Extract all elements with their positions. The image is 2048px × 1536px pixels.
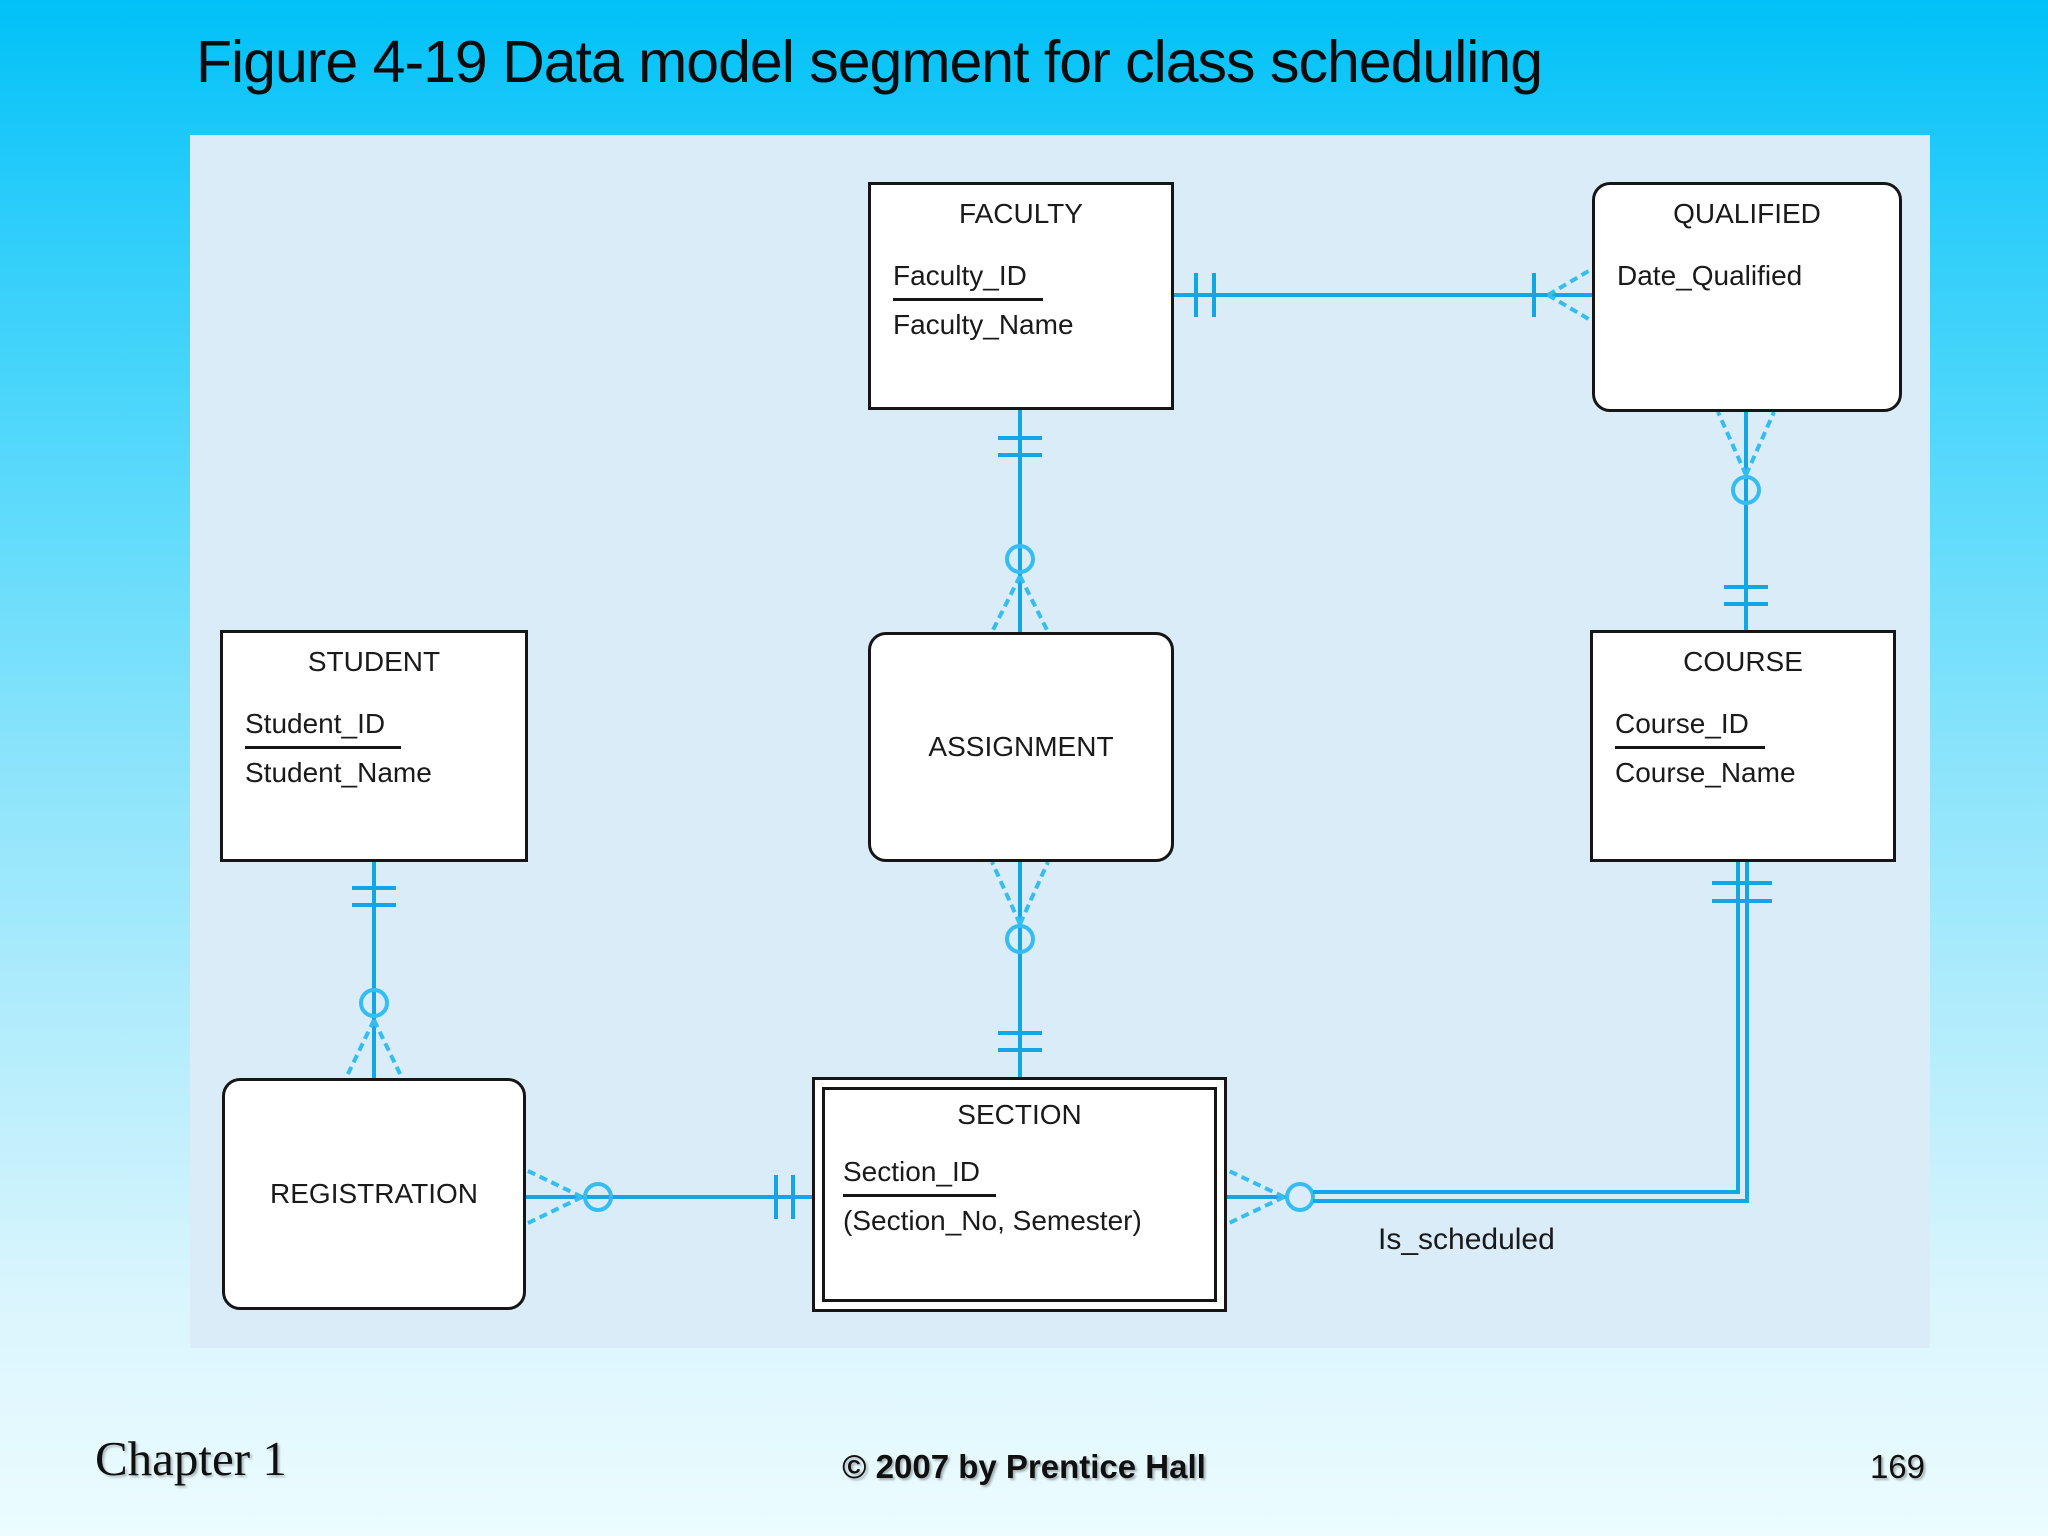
entity-course-attributes: Course_ID Course_Name bbox=[1593, 703, 1893, 794]
connector-section-course bbox=[1226, 862, 1772, 1226]
entity-qualified-attributes: Date_Qualified bbox=[1595, 255, 1899, 296]
entity-qualified-title: QUALIFIED bbox=[1673, 198, 1821, 229]
attribute-faculty-name: Faculty_Name bbox=[893, 309, 1074, 341]
entity-section-inner-border: SECTION Section_ID (Section_No, Semester… bbox=[822, 1087, 1217, 1302]
entity-registration: REGISTRATION bbox=[222, 1078, 526, 1310]
entity-student: STUDENT Student_ID Student_Name bbox=[220, 630, 528, 862]
page-title: Figure 4-19 Data model segment for class… bbox=[196, 29, 1543, 95]
relationship-label-is-scheduled: Is_scheduled bbox=[1378, 1223, 1555, 1256]
attribute-course-id: Course_ID bbox=[1615, 703, 1893, 752]
diagram-panel: FACULTY Faculty_ID Faculty_Name QUALIFIE… bbox=[190, 135, 1930, 1348]
entity-assignment-title: ASSIGNMENT bbox=[928, 731, 1114, 762]
entity-qualified: QUALIFIED Date_Qualified bbox=[1592, 182, 1902, 412]
footer-page-number: 169 bbox=[1869, 1448, 1925, 1485]
attribute-section-no-semester: (Section_No, Semester) bbox=[843, 1205, 1142, 1237]
entity-assignment: ASSIGNMENT bbox=[868, 632, 1174, 862]
connector-faculty-assignment bbox=[990, 410, 1050, 633]
connector-registration-section bbox=[525, 1168, 812, 1226]
attribute-student-name: Student_Name bbox=[245, 757, 432, 789]
attribute-course-name: Course_Name bbox=[1615, 757, 1796, 789]
entity-section: SECTION Section_ID (Section_No, Semester… bbox=[812, 1077, 1227, 1312]
attribute-section-id: Section_ID bbox=[843, 1151, 1214, 1200]
entity-faculty: FACULTY Faculty_ID Faculty_Name bbox=[868, 182, 1174, 410]
entity-course: COURSE Course_ID Course_Name bbox=[1590, 630, 1896, 862]
connector-assignment-section bbox=[990, 861, 1050, 1077]
entity-section-title: SECTION bbox=[957, 1099, 1082, 1130]
attribute-date-qualified: Date_Qualified bbox=[1617, 260, 1803, 291]
entity-section-attributes: Section_ID (Section_No, Semester) bbox=[825, 1151, 1214, 1242]
entity-course-title: COURSE bbox=[1683, 646, 1803, 677]
connector-student-registration bbox=[344, 862, 404, 1079]
entity-registration-title: REGISTRATION bbox=[270, 1178, 478, 1209]
entity-student-attributes: Student_ID Student_Name bbox=[223, 703, 525, 794]
footer-copyright: © 2007 by Prentice Hall bbox=[842, 1448, 1206, 1485]
entity-faculty-attributes: Faculty_ID Faculty_Name bbox=[871, 255, 1171, 346]
attribute-student-id: Student_ID bbox=[245, 703, 525, 752]
attribute-faculty-id: Faculty_ID bbox=[893, 255, 1171, 304]
connector-lines bbox=[344, 267, 1776, 1226]
entity-faculty-title: FACULTY bbox=[959, 198, 1083, 229]
entity-student-title: STUDENT bbox=[307, 646, 441, 677]
connector-faculty-qualified bbox=[1174, 267, 1594, 323]
footer-chapter: Chapter 1 bbox=[95, 1431, 287, 1486]
connector-qualified-course bbox=[1716, 411, 1776, 630]
